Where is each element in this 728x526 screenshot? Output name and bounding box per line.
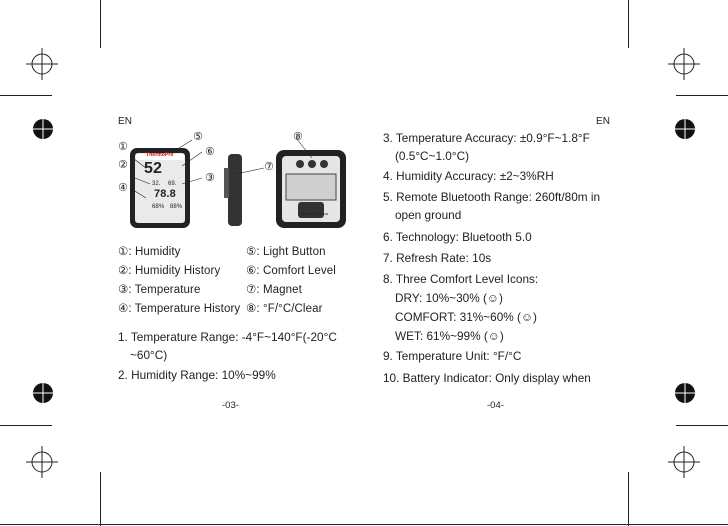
legend-item: ①: Humidity [118, 246, 181, 258]
registration-mark [668, 446, 700, 478]
spec-line: 1. Temperature Range: -4°F~140°F(-20°C [118, 330, 337, 344]
spec-line: (0.5°C~1.0°C) [395, 149, 470, 163]
crop-line [0, 524, 728, 525]
callout-3: ③ [205, 172, 215, 184]
legend-item: ⑧: °F/°C/Clear [246, 303, 323, 315]
legend-item: ②: Humidity History [118, 265, 221, 277]
spec-line: COMFORT: 31%~60% (☺) [395, 310, 537, 324]
registration-dot [30, 380, 56, 406]
callout-6: ⑥ [205, 146, 215, 158]
device-reading: 68% [152, 204, 165, 210]
device-back-text: Made in China [301, 211, 329, 216]
legend-item: ⑦: Magnet [246, 284, 302, 296]
page-number: -03- [222, 400, 239, 411]
spec-line: 10. Battery Indicator: Only display when [383, 371, 591, 385]
spec-line: 9. Temperature Unit: °F/°C [383, 349, 522, 363]
registration-mark [26, 48, 58, 80]
device-reading: 78.8 [154, 188, 176, 200]
spec-line: open ground [395, 208, 462, 222]
device-brand: ThermoPro [146, 152, 174, 158]
page-number: -04- [487, 400, 504, 411]
registration-dot [672, 116, 698, 142]
spec-line: ~60°C) [130, 348, 168, 362]
crop-line [0, 425, 52, 426]
crop-line [676, 95, 728, 96]
registration-mark [668, 48, 700, 80]
spec-line: 5. Remote Bluetooth Range: 260ft/80m in [383, 190, 601, 204]
language-label: EN [118, 116, 133, 127]
legend-item: ③: Temperature [118, 284, 201, 296]
spec-line: WET: 61%~99% (☺) [395, 329, 504, 343]
crop-line [676, 425, 728, 426]
spec-line: 6. Technology: Bluetooth 5.0 [383, 230, 532, 244]
device-reading: 32. [152, 181, 161, 187]
callout-8: ⑧ [293, 131, 303, 143]
callout-5: ⑤ [193, 131, 203, 143]
device-reading: 52 [144, 160, 162, 177]
spec-line: 2. Humidity Range: 10%~99% [118, 368, 276, 382]
callout-2: ② [118, 159, 128, 171]
crop-line [628, 472, 629, 526]
callout-4: ④ [118, 182, 128, 194]
device-illustration [129, 137, 346, 228]
legend-item: ④: Temperature History [118, 303, 241, 315]
crop-line [628, 0, 629, 48]
spec-line: 8. Three Comfort Level Icons: [383, 272, 539, 286]
callout-1: ① [118, 141, 128, 153]
crop-line [100, 0, 101, 48]
language-label: EN [596, 116, 611, 127]
spec-line: 4. Humidity Accuracy: ±2~3%RH [383, 169, 554, 183]
device-reading: 88% [170, 204, 183, 210]
legend-item: ⑥: Comfort Level [246, 265, 336, 277]
spec-line: DRY: 10%~30% (☺) [395, 291, 503, 305]
registration-dot [672, 380, 698, 406]
device-reading: 69. [168, 181, 177, 187]
spec-line: 7. Refresh Rate: 10s [383, 251, 492, 265]
crop-line [100, 472, 101, 526]
spec-line: 3. Temperature Accuracy: ±0.9°F~1.8°F [383, 131, 590, 145]
callout-7: ⑦ [264, 161, 274, 173]
registration-mark [26, 446, 58, 478]
crop-line [0, 95, 52, 96]
registration-dot [30, 116, 56, 142]
legend-item: ⑤: Light Button [246, 246, 326, 258]
